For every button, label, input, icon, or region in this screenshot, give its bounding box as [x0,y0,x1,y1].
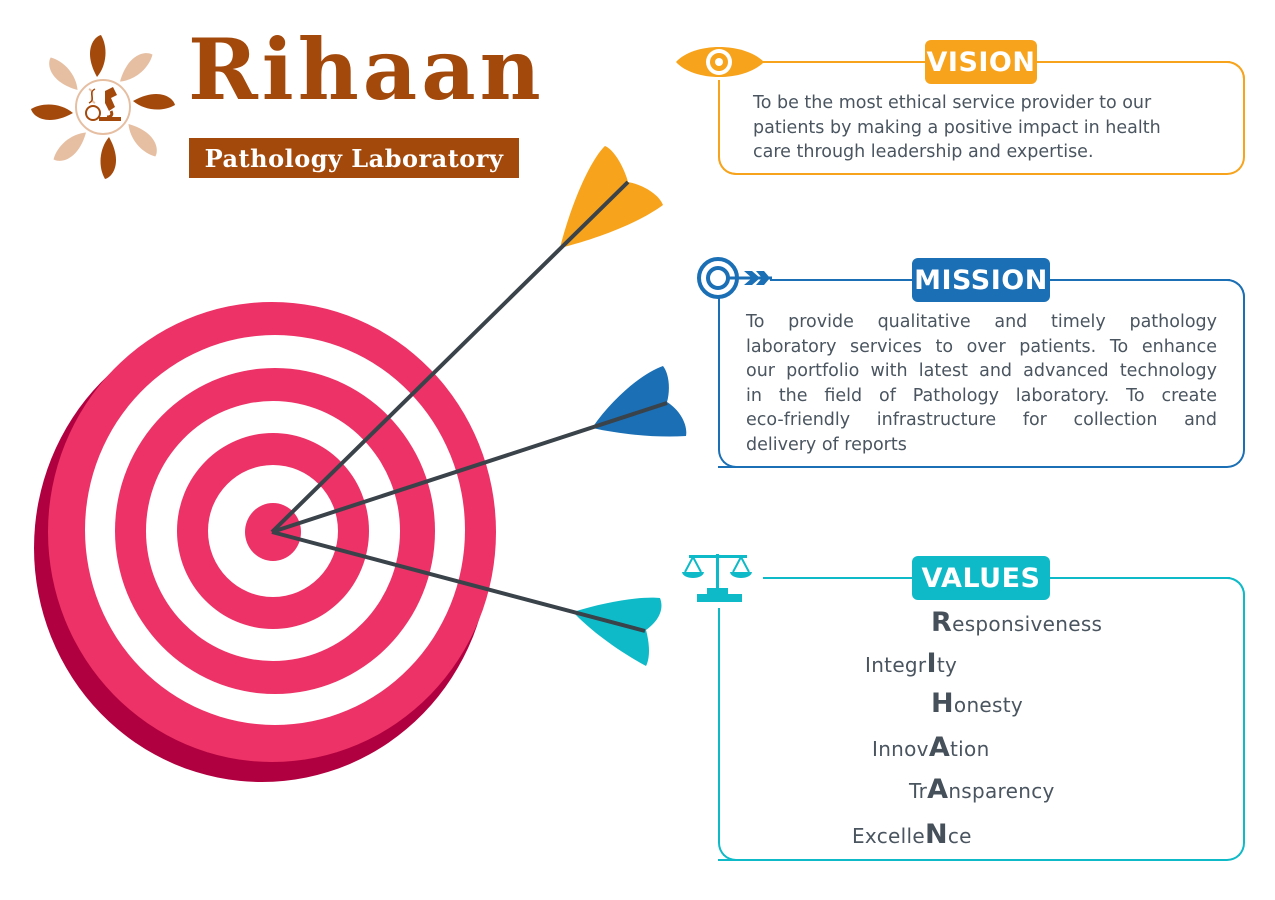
arrow-vision [270,146,663,534]
target-arrow-icon [697,257,772,299]
brand-logo-mark [28,32,178,182]
values-card [718,577,1245,861]
vision-line: To be the most ethical service provider … [753,93,1152,113]
mission-line: To provide qualitative and timely pathol… [746,312,1217,332]
balance-scale-icon [682,554,752,602]
value-item-excellence: ExcelleNce [852,819,972,850]
values-right-top-corner [1225,577,1245,597]
value-item-honesty: Honesty [931,688,1024,719]
value-item-transparency: TrAnsparency [909,774,1055,805]
eye-icon [676,47,764,77]
value-item-integrity: IntegrIty [865,648,958,679]
mission-right-top-corner [1225,279,1245,299]
mission-text: To provide qualitative and timely pathol… [746,310,1217,458]
mission-line: eco-friendly infrastructure for collecti… [746,410,1217,431]
mission-line: in the field of Pathology laboratory. To… [746,385,1217,406]
vision-text: To be the most ethical service provider … [753,91,1213,165]
microscope-sun-icon [31,35,175,179]
vision-card [718,61,1245,175]
bullseye-target-icon [34,302,496,782]
arrow-values [271,530,662,666]
arrow-mission [271,366,687,534]
value-item-innovation: InnovAtion [872,732,990,763]
mission-title-badge: MISSION [912,258,1050,302]
vision-left-line [718,80,738,175]
vision-right-top-corner [1225,61,1245,81]
values-left-line [718,608,738,861]
mission-line: delivery of reports [746,434,907,455]
vision-title-badge: VISION [925,40,1037,84]
value-item-responsiveness: Responsiveness [931,607,1103,638]
brand-subtitle: Pathology Laboratory [189,138,519,178]
brand-name: Rihaan [188,20,545,119]
mission-left-line [718,298,738,468]
vision-line: patients by making a positive impact in … [753,117,1161,138]
mission-line: laboratory services to over patients. To… [746,336,1217,357]
target-with-arrows-graphic [34,146,687,782]
vision-line: care through leadership and expertise. [753,142,1094,163]
mission-card [718,279,1245,468]
mission-line: our portfolio with latest and advanced t… [746,361,1217,382]
values-title-badge: VALUES [912,556,1050,600]
